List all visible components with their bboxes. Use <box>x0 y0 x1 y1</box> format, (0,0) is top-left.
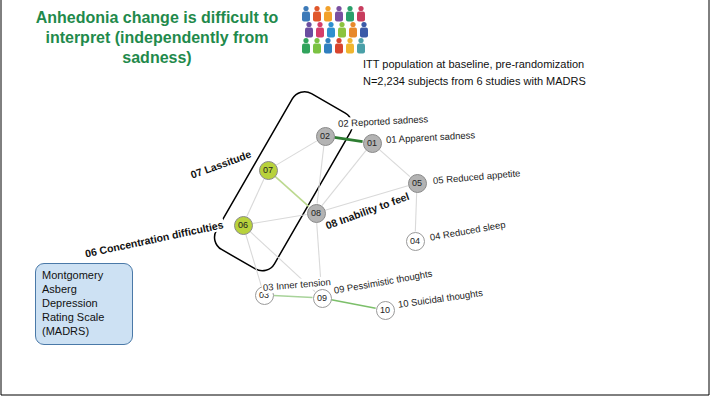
item-number: 07 <box>260 162 277 179</box>
item-label: 09 Pessimistic thoughts <box>332 267 434 296</box>
item-label: 06 Concentration difficulties <box>83 218 226 260</box>
person-figure <box>346 38 354 54</box>
population-note: ITT population at baseline, pre-randomiz… <box>363 58 584 70</box>
item-node: 0707 Lassitude <box>259 161 278 180</box>
item-number: 02 <box>317 128 334 145</box>
correlation-link <box>322 150 366 205</box>
item-number: 05 <box>409 175 426 192</box>
item-label: 04 Reduced sleep <box>428 218 507 243</box>
person-figure <box>324 38 332 54</box>
item-label: 01 Apparent sadness <box>385 129 477 146</box>
correlation-link <box>379 149 410 176</box>
person-figure <box>327 22 335 38</box>
person-figure <box>357 6 365 22</box>
scale-name: Montgomery Asberg Depression Rating Scal… <box>36 264 132 342</box>
item-number: 09 <box>314 290 331 307</box>
person-figure <box>349 22 357 38</box>
item-label: 08 Inability to feel <box>323 190 412 232</box>
person-figure <box>335 6 343 22</box>
person-figure <box>302 6 310 22</box>
item-node: 0909 Pessimistic thoughts <box>313 289 332 308</box>
item-number: 04 <box>407 233 424 250</box>
correlation-link <box>334 137 362 141</box>
item-label: 07 Lassitude <box>188 147 254 181</box>
slide-title: Anhedonia change is difficult to interpr… <box>22 8 292 68</box>
item-label: 10 Suicidal thoughts <box>396 287 484 311</box>
item-number: 01 <box>364 135 381 152</box>
scale-box: Montgomery Asberg Depression Rating Scal… <box>35 263 133 345</box>
correlation-link <box>275 176 309 206</box>
correlation-link <box>252 215 306 224</box>
correlation-link <box>246 234 262 286</box>
item-node: 0808 Inability to feel <box>307 204 326 223</box>
correlation-link <box>331 300 375 308</box>
item-number: 06 <box>235 217 252 234</box>
person-figure <box>302 38 310 54</box>
population-note: N=2,234 subjects from 6 studies with MAD… <box>363 75 586 87</box>
frame-line <box>1 0 2 395</box>
item-node: 0606 Concentration difficulties <box>234 216 253 235</box>
person-figure <box>305 22 313 38</box>
item-node: 0303 Inner tension <box>255 286 274 305</box>
person-figure <box>313 38 321 54</box>
frame-line <box>1 395 709 396</box>
correlation-link <box>273 295 312 297</box>
frame-line <box>709 0 710 395</box>
item-number: 10 <box>377 302 394 319</box>
item-label: 02 Reported sadness <box>337 113 430 130</box>
correlation-link <box>276 141 317 165</box>
person-figure <box>316 22 324 38</box>
person-figure <box>360 22 368 38</box>
item-node: 0202 Reported sadness <box>316 127 335 146</box>
people-icon <box>302 6 368 54</box>
person-figure <box>338 22 346 38</box>
item-node: 1010 Suicidal thoughts <box>376 301 395 320</box>
person-figure <box>357 38 365 54</box>
correlation-link <box>415 192 416 231</box>
correlation-link <box>317 145 324 203</box>
item-node: 0101 Apparent sadness <box>363 134 382 153</box>
item-node: 0505 Reduced appetite <box>408 174 427 193</box>
cluster-outline <box>209 87 357 276</box>
person-figure <box>313 6 321 22</box>
item-label: 05 Reduced appetite <box>431 167 521 187</box>
person-figure <box>324 6 332 22</box>
correlation-link <box>247 179 264 217</box>
item-number: 08 <box>308 205 325 222</box>
person-figure <box>346 6 354 22</box>
item-node: 0404 Reduced sleep <box>406 232 425 251</box>
person-figure <box>335 38 343 54</box>
